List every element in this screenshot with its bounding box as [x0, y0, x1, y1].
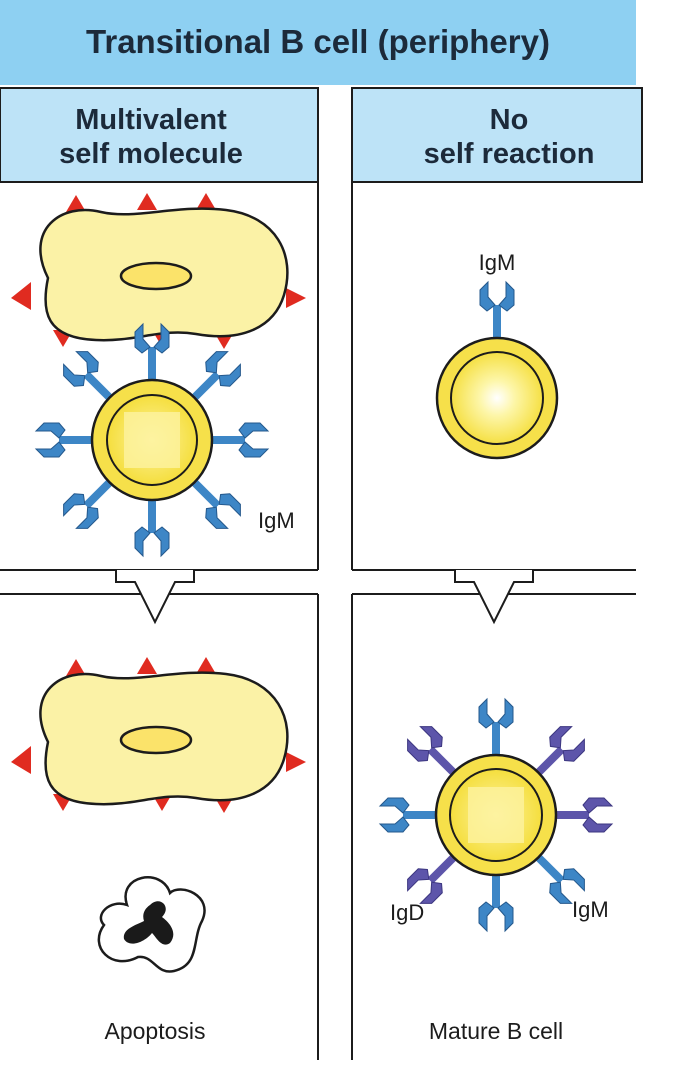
apoptotic-cell [97, 876, 206, 973]
left-heading-line1: Multivalent [75, 104, 227, 136]
self-cell-bottom [9, 655, 308, 815]
mature-b-cell-caption: Mature B cell [429, 1018, 563, 1044]
igm-receptor [379, 797, 437, 833]
right-bottom-igm-label: IgM [572, 897, 609, 922]
right-bottom-igd-label: IgD [390, 900, 424, 925]
apoptosis-caption: Apoptosis [104, 1018, 205, 1044]
self-cell-top [9, 191, 308, 351]
mature-b-cell [379, 698, 613, 932]
b-cell-top-right [435, 281, 559, 460]
left-heading-line2: self molecule [59, 138, 243, 170]
igm-receptor [478, 874, 514, 932]
right-subheader [351, 87, 643, 183]
igm-receptor [478, 698, 514, 756]
right-heading-line2: self reaction [424, 138, 595, 170]
right-top-igm-label: IgM [479, 250, 516, 275]
left-subheader [0, 87, 319, 183]
diagram-title: Transitional B cell (periphery) [86, 23, 550, 60]
left-down-arrow-head [115, 570, 195, 625]
right-heading-line1: No [490, 104, 529, 136]
left-top-igm-label: IgM [258, 508, 295, 533]
igm-receptor [134, 499, 170, 557]
b-cell-top-left [35, 323, 269, 557]
right-down-arrow-head [454, 570, 534, 625]
header-bar [0, 0, 636, 85]
igm-receptor [35, 422, 93, 458]
igd-receptor [555, 797, 613, 833]
igm-receptor [479, 281, 515, 339]
igm-receptor [211, 422, 269, 458]
